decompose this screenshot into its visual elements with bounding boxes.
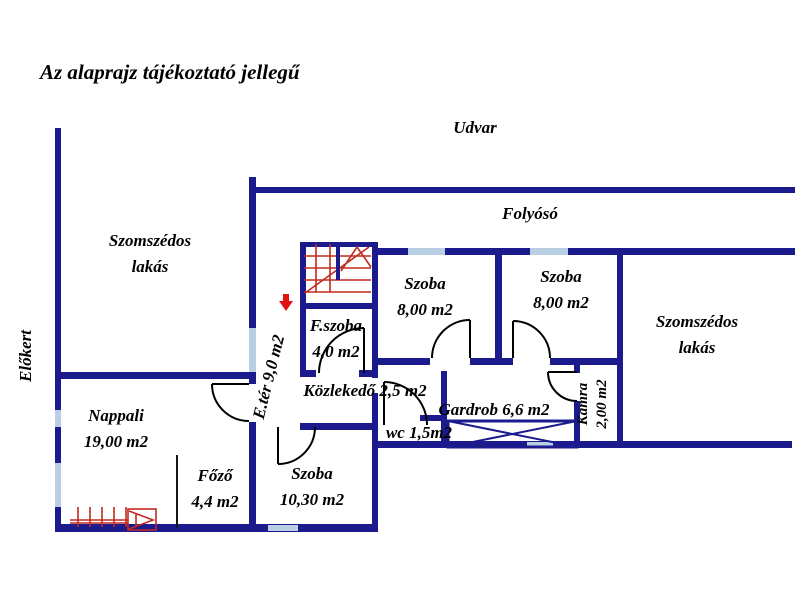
- szoba-jobb-area: 8,00 m2: [533, 293, 589, 312]
- wall-mid-seg3: [249, 422, 256, 530]
- window-bottom-szoba-also: [268, 525, 298, 531]
- label-neighbor-right: Szomszédos lakás: [656, 309, 738, 361]
- nappali-name: Nappali: [88, 406, 144, 425]
- window-szoba-jobb: [530, 248, 568, 255]
- label-elokert: Előkert: [16, 330, 35, 382]
- door-wc: [383, 381, 428, 426]
- label-gardrob: Gardrob 6,6 m2: [438, 400, 550, 419]
- neighbor-top-line2: lakás: [131, 257, 169, 276]
- wall-mid-seg2: [249, 372, 256, 384]
- wall-bottom-left: [55, 524, 378, 532]
- wall-corridor-top: [253, 187, 795, 193]
- fszoba-name: F.szoba: [309, 316, 363, 335]
- fozo-name: Főző: [197, 466, 233, 485]
- door-fszoba: [318, 327, 365, 374]
- szoba-kozep-name: Szoba: [404, 274, 446, 293]
- kamra-name: Kamra: [575, 382, 591, 426]
- szoba-also-area: 10,30 m2: [279, 490, 345, 509]
- wardrobe-box: [446, 419, 579, 449]
- kamra-area: 2,00 m2: [594, 379, 610, 429]
- label-szoba-also: Szoba 10,30 m2: [280, 461, 344, 513]
- window-left-lower: [55, 463, 61, 507]
- wall-wc-right: [441, 371, 447, 447]
- wall-kamra-a: [574, 365, 580, 373]
- wall-neighbor-right: [617, 248, 623, 448]
- wall-wc-top-stub: [420, 415, 447, 421]
- window-left-upper: [55, 410, 61, 427]
- label-fszoba: F.szoba 4,0 m2: [310, 313, 362, 365]
- szoba-jobb-name: Szoba: [540, 267, 582, 286]
- nappali-area: 19,00 m2: [83, 432, 149, 451]
- wall-szoba-divider: [495, 248, 502, 365]
- label-folyoso: Folyósó: [502, 204, 558, 223]
- wall-stair-fszoba-divider: [300, 303, 378, 309]
- door-szoba-kozep: [431, 319, 471, 359]
- door-kamra: [547, 371, 578, 402]
- staircase: [304, 244, 372, 294]
- label-nappali: Nappali 19,00 m2: [84, 403, 148, 455]
- neighbor-right-line1: Szomszédos: [655, 312, 739, 331]
- fozo-area: 4,4 m2: [191, 492, 239, 511]
- neighbor-right-line2: lakás: [678, 338, 716, 357]
- wall-left-outer: [55, 128, 61, 530]
- label-kamra: Kamra 2,00 m2: [574, 379, 612, 428]
- door-szoba-jobb: [512, 320, 551, 359]
- wall-neighbor-nappali: [55, 372, 256, 379]
- wall-mid-seg1: [249, 177, 256, 328]
- wall-szoba-bottom-b: [470, 358, 513, 365]
- wall-szoba-bottom-a: [375, 358, 430, 365]
- wall-stair-col-right: [372, 242, 378, 378]
- szoba-kozep-area: 8,00 m2: [397, 300, 453, 319]
- wall-fszoba-bottom-a: [300, 370, 316, 377]
- wall-szoba-also-top: [300, 423, 376, 430]
- wall-stair-col-left: [300, 242, 306, 377]
- label-fozo: Főző 4,4 m2: [191, 463, 238, 515]
- neighbor-top-line1: Szomszédos: [108, 231, 192, 250]
- label-neighbor-top: Szomszédos lakás: [109, 228, 191, 280]
- label-udvar: Udvar: [453, 118, 497, 137]
- entrance-arrow: [279, 294, 293, 311]
- label-szoba-kozep: Szoba 8,00 m2: [397, 271, 453, 323]
- wall-bottom-right: [372, 441, 792, 448]
- kitchen-counter: [70, 507, 157, 531]
- label-kozlekedo: Közlekedő 2,5 m2: [303, 381, 427, 400]
- fszoba-area: 4,0 m2: [312, 342, 360, 361]
- wall-szoba-also-right: [372, 393, 378, 532]
- window-szoba-kozep: [408, 248, 445, 255]
- door-szoba-also: [277, 426, 316, 465]
- wall-fszoba-bottom-b: [359, 370, 375, 377]
- plan-title: Az alaprajz tájékoztató jellegű: [40, 60, 300, 84]
- label-szoba-jobb: Szoba 8,00 m2: [533, 264, 589, 316]
- window-bottom-gardrob: [527, 442, 553, 447]
- wall-fozo-divider: [176, 455, 178, 528]
- window-mid: [249, 328, 256, 372]
- szoba-also-name: Szoba: [291, 464, 333, 483]
- wall-rooms-top: [375, 248, 795, 255]
- label-wc: wc 1,5m2: [385, 423, 453, 442]
- wall-szoba-bottom-c: [550, 358, 617, 365]
- door-eter-nappali: [211, 383, 250, 422]
